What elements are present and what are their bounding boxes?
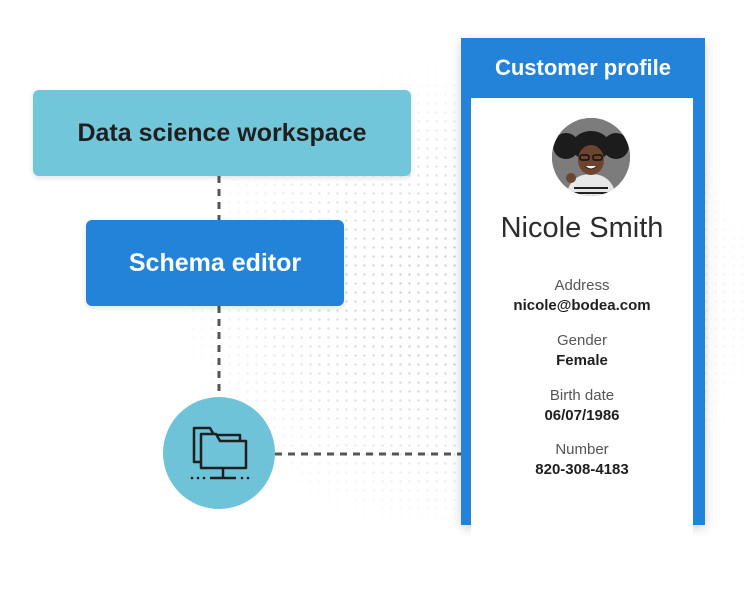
field-label: Address <box>554 277 610 294</box>
workspace-label: Data science workspace <box>77 118 367 147</box>
field-value: 06/07/1986 <box>544 407 620 424</box>
field-gender: Gender Female <box>471 331 693 371</box>
field-address: Address nicole@bodea.com <box>471 276 693 316</box>
field-value: nicole@bodea.com <box>513 297 651 314</box>
schema-editor-label: Schema editor <box>128 248 302 277</box>
customer-name: Nicole Smith <box>500 212 664 244</box>
customer-profile-card: Customer profile Nicole Smith Address ni… <box>461 38 705 552</box>
field-label: Gender <box>556 332 608 349</box>
folder-node <box>163 397 275 509</box>
data-science-workspace-box: Data science workspace <box>33 90 411 176</box>
schema-editor-box: Schema editor <box>86 220 344 306</box>
profile-body: Nicole Smith Address nicole@bodea.com Ge… <box>471 98 693 552</box>
folder-network-icon <box>190 426 250 480</box>
field-value: Female <box>556 352 608 369</box>
field-label: Number <box>555 441 609 458</box>
avatar-illustration <box>552 118 630 196</box>
field-birth-date: Birth date 06/07/1986 <box>471 386 693 426</box>
field-value: 820-308-4183 <box>535 461 629 478</box>
field-number: Number 820-308-4183 <box>471 440 693 480</box>
profile-title: Customer profile <box>494 55 672 80</box>
avatar <box>552 118 630 196</box>
field-label: Birth date <box>549 387 615 404</box>
